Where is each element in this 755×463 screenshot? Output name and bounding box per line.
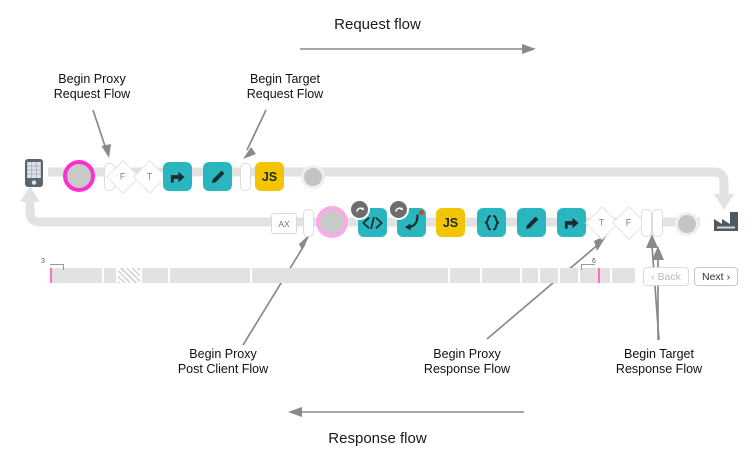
policy-raise-fault[interactable] <box>388 199 426 237</box>
pencil-icon <box>211 170 224 183</box>
flow-separator-pill-5[interactable] <box>652 209 663 237</box>
callout-line-2: Request Flow <box>53 87 131 101</box>
ax-label: AX <box>278 218 290 229</box>
timeline-left-bracket <box>50 264 64 265</box>
callout-line-2: Response Flow <box>615 362 703 376</box>
callout-line-2: Request Flow <box>246 87 324 101</box>
timeline-left-tick-label: 3 <box>41 258 45 265</box>
diamond-label: F <box>626 217 632 228</box>
timeline-segment-divider <box>538 268 540 283</box>
policy-assign-message-2[interactable] <box>517 208 546 237</box>
timeline-segment-divider <box>250 268 252 283</box>
timeline-right-bracket-stem <box>581 264 582 270</box>
back-button-label: Back <box>657 270 681 283</box>
timeline-segment-divider <box>610 268 612 283</box>
timeline-segment-divider <box>448 268 450 283</box>
response-flow-caption: Response flow <box>328 430 427 447</box>
timeline-hatched-segment <box>118 268 140 283</box>
timeline-segment-divider <box>140 268 142 283</box>
policy-javascript-2[interactable]: JS <box>436 208 465 237</box>
code-brackets-icon <box>362 216 383 229</box>
timeline-right-tick-label: 6 <box>592 258 596 265</box>
policy-service-callout-2[interactable] <box>557 208 586 237</box>
attachment-badge-icon <box>349 199 370 220</box>
flow-separator-pill-3[interactable] <box>303 209 314 237</box>
pencil-icon <box>525 216 538 229</box>
callout-begin-proxy-post-client-flow: Begin Proxy Post Client Flow <box>153 347 293 377</box>
next-button[interactable]: Next › <box>694 267 739 286</box>
diamond-label: T <box>147 171 153 182</box>
timeline-segment-divider <box>558 268 560 283</box>
timeline-end-marker <box>598 268 600 283</box>
flow-separator-pill-2[interactable] <box>240 163 251 191</box>
next-button-label: Next <box>702 270 724 283</box>
callout-line-2: Response Flow <box>423 362 511 376</box>
timeline-track[interactable] <box>50 268 635 283</box>
callout-line-1: Begin Target <box>250 72 320 86</box>
curved-return-arrow-icon <box>404 214 419 231</box>
callout-begin-proxy-request-flow: Begin Proxy Request Flow <box>22 72 162 102</box>
proxy-request-flow-start-ring[interactable] <box>67 164 91 188</box>
callout-begin-target-response-flow: Begin Target Response Flow <box>589 347 729 377</box>
curly-braces-icon <box>483 214 500 230</box>
callout-line-1: Begin Proxy <box>58 72 126 86</box>
callout-line-1: Begin Proxy <box>189 347 257 361</box>
proxy-post-client-flow-ring[interactable] <box>320 210 344 234</box>
share-arrow-icon <box>170 171 185 183</box>
policy-javascript-1[interactable]: JS <box>255 162 284 191</box>
policy-ax-box[interactable]: AX <box>271 213 297 234</box>
client-device-icon[interactable] <box>23 157 45 188</box>
share-arrow-icon <box>564 217 579 229</box>
timeline-right-bracket <box>581 264 595 265</box>
timeline-segment-divider <box>168 268 170 283</box>
timeline-segment-divider <box>578 268 580 283</box>
policy-assign-message-1[interactable] <box>203 162 232 191</box>
diamond-label: T <box>599 217 605 228</box>
timeline-segment-divider <box>102 268 104 283</box>
chevron-right-icon: › <box>726 270 731 283</box>
target-response-endpoint-dot[interactable] <box>675 212 699 236</box>
target-request-endpoint-dot[interactable] <box>301 165 325 189</box>
factory-icon <box>714 212 738 231</box>
target-server-icon[interactable] <box>712 210 740 232</box>
timeline-segment-divider <box>116 268 118 283</box>
diamond-label: F <box>120 171 126 182</box>
timeline-left-bracket-stem <box>63 264 64 270</box>
trace-timeline[interactable] <box>50 268 635 283</box>
chevron-left-icon: ‹ <box>651 270 655 283</box>
error-indicator-dot <box>419 210 424 215</box>
flow-separator-pill-4[interactable] <box>641 209 652 237</box>
callout-line-2: Post Client Flow <box>177 362 269 376</box>
callout-line-1: Begin Proxy <box>433 347 501 361</box>
condition-diamond-true-1[interactable]: T <box>133 160 167 194</box>
callout-begin-target-request-flow: Begin Target Request Flow <box>215 72 355 102</box>
callout-begin-proxy-response-flow: Begin Proxy Response Flow <box>397 347 537 377</box>
request-flow-caption: Request flow <box>334 16 421 33</box>
callout-line-1: Begin Target <box>624 347 694 361</box>
policy-json-to-xml[interactable] <box>477 208 506 237</box>
back-button[interactable]: ‹ Back <box>643 267 689 286</box>
policy-extract-variables[interactable] <box>349 199 387 237</box>
attachment-badge-icon <box>388 199 409 220</box>
policy-service-callout-1[interactable] <box>163 162 192 191</box>
timeline-segment-divider <box>480 268 482 283</box>
js-label: JS <box>261 169 278 184</box>
timeline-segment-divider <box>520 268 522 283</box>
timeline-start-marker <box>50 268 52 283</box>
js-label: JS <box>442 215 459 230</box>
